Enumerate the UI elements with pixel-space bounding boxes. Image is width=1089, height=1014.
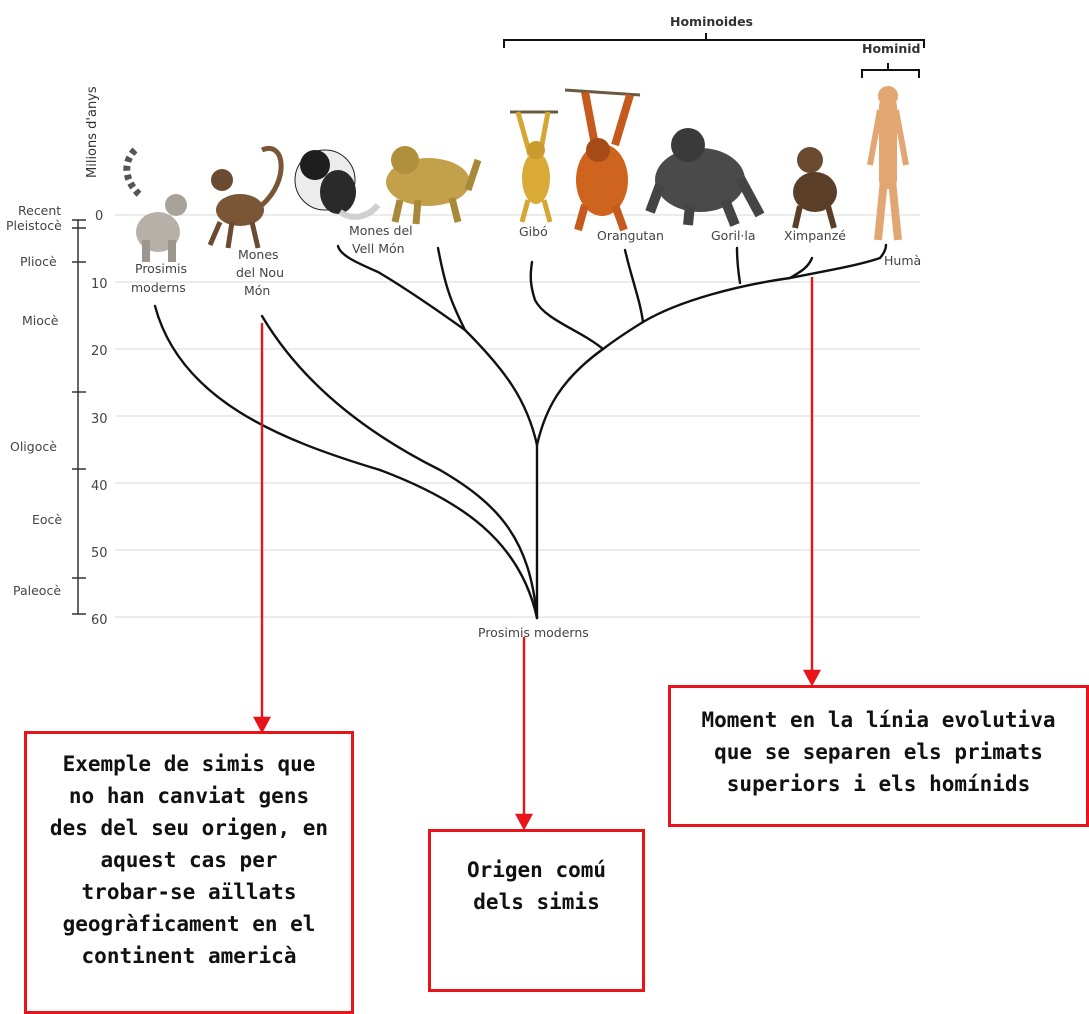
branch-chimp — [788, 256, 814, 280]
branch-orangutan — [623, 248, 645, 324]
branch-african-apes — [641, 243, 888, 324]
branch-old-world — [336, 244, 539, 447]
hominoides-label: Hominoides — [670, 14, 753, 29]
orangutan-illustration — [564, 88, 641, 232]
baboon-illustration — [386, 146, 482, 225]
phylogeny-branches — [153, 243, 888, 620]
arrow-head-common-origin — [514, 813, 534, 831]
branch-gorilla — [735, 246, 742, 285]
annotation-common-origin: Origen comú dels simis — [428, 829, 645, 992]
chimpanzee-illustration — [792, 147, 837, 229]
branch-great-apes — [601, 320, 645, 351]
tick-label-30: 30 — [91, 412, 108, 427]
human-illustration — [867, 86, 909, 241]
taxon-orangutan: Orangutan — [597, 228, 664, 243]
annotation-split: Moment en la línia evolutiva que se sepa… — [668, 685, 1089, 827]
epoch-axis — [72, 219, 86, 615]
branch-new-world — [260, 314, 539, 620]
colobus-illustration — [294, 149, 381, 220]
epoch-oligocene: Oligocè — [10, 439, 57, 454]
arrow-head-split — [802, 669, 822, 687]
axis-title: Milions d'anys — [85, 86, 100, 178]
taxon-gibbon: Gibó — [519, 224, 548, 239]
tick-label-60: 60 — [91, 613, 108, 628]
lemur-illustration — [123, 147, 187, 262]
arrow-head-new-world — [252, 716, 272, 734]
annotation-new-world-monkeys: Exemple de simis que no han canviat gens… — [24, 731, 354, 1014]
hominoides-bracket — [503, 33, 925, 48]
hominid-label: Hominid — [862, 41, 921, 56]
epoch-miocene: Miocè — [22, 313, 59, 328]
epoch-eocene: Eocè — [32, 512, 62, 527]
tick-label-40: 40 — [91, 479, 108, 494]
epoch-pliocene: Pliocè — [20, 254, 57, 269]
taxon-new-world-monkeys: Mones del Nou Món — [236, 247, 288, 298]
taxon-root: Prosimis moderns — [478, 625, 589, 640]
taxon-gorilla: Goril·la — [711, 228, 756, 243]
taxon-chimpanzee: Ximpanzé — [784, 228, 846, 243]
time-gridlines — [115, 214, 920, 618]
taxon-old-world-monkeys: Mones del Vell Món — [349, 223, 417, 256]
tick-label-20: 20 — [91, 344, 108, 359]
branch-ape-stem — [535, 347, 605, 447]
epoch-recent: Recent — [18, 203, 61, 218]
tick-label-10: 10 — [91, 277, 108, 292]
branch-prosimis — [153, 304, 539, 620]
epoch-pleistocene: Pleistocè — [6, 218, 62, 233]
branch-gibbon — [529, 260, 605, 351]
gorilla-illustration — [645, 128, 765, 227]
gibbon-illustration — [510, 110, 558, 223]
new-world-monkey-illustration — [207, 145, 284, 249]
taxon-human: Humà — [884, 253, 921, 268]
epoch-paleocene: Paleocè — [13, 583, 61, 598]
annotation-arrows — [252, 277, 822, 831]
tick-label-0: 0 — [95, 209, 103, 224]
branch-old-world-sub — [436, 246, 467, 332]
hominid-bracket — [861, 63, 920, 78]
taxon-prosimis: Prosimis moderns — [131, 261, 191, 295]
tick-label-50: 50 — [91, 546, 108, 561]
